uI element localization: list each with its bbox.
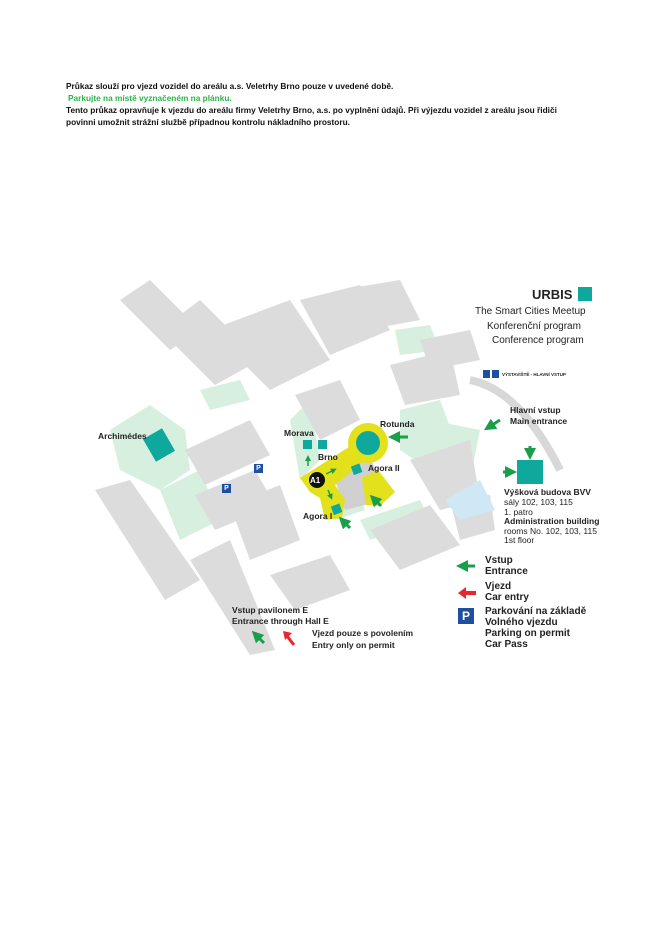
label-rotunda: Rotunda	[380, 419, 415, 429]
legend-icon-1	[483, 370, 490, 378]
label-morava: Morava	[284, 428, 314, 438]
legend-parking-cz1: Parkování na základě	[485, 606, 587, 617]
permit-notice: Průkaz slouží pro vjezd vozidel do areál…	[66, 80, 557, 128]
bvv-rooms-cz: sály 102, 103, 115	[504, 497, 573, 507]
parking-icon: P	[222, 484, 231, 493]
rotunda-building	[356, 431, 380, 455]
legend-car-cz: Vjezd	[485, 581, 512, 592]
legend-entrance-en: Entrance	[485, 566, 528, 577]
label-brno: Brno	[318, 452, 338, 462]
lake	[445, 480, 495, 520]
label-permit-en: Entry only on permit	[312, 640, 395, 650]
notice-line-4: povinni umožnit strážní službě případnou…	[66, 117, 350, 127]
legend-entrance-cz: Vstup	[485, 555, 513, 566]
morava-hall	[303, 440, 312, 449]
road	[469, 376, 564, 472]
urbis-swatch	[578, 287, 592, 301]
urbis-title: URBIS	[532, 287, 573, 302]
small-legend: VÝSTAVIŠTĚ - HLAVNÍ VSTUP	[502, 372, 567, 377]
car-entry-arrows	[283, 587, 476, 646]
label-main-entrance-en: Main entrance	[510, 416, 568, 426]
legend-icon-2	[492, 370, 499, 378]
notice-line-2: Parkujte na místě vyznačeném na plánku.	[68, 93, 232, 103]
label-permit-cz: Vjezd pouze s povolením	[312, 628, 414, 638]
label-hall-e-en: Entrance through Hall E	[232, 616, 329, 626]
bvv-title: Výšková budova BVV	[504, 487, 591, 497]
buildings	[95, 280, 495, 655]
program-en: Conference program	[492, 335, 584, 346]
notice-line-1: Průkaz slouží pro vjezd vozidel do areál…	[66, 81, 394, 91]
bvv-title-en: Administration building	[504, 516, 600, 526]
bvv-floor-en: 1st floor	[504, 535, 535, 545]
bvv-floor-cz: 1. patro	[504, 507, 533, 517]
brno-hall	[318, 440, 327, 449]
entrance-arrows	[251, 418, 536, 645]
agora-2-room	[350, 463, 363, 476]
parking-icon: P	[254, 464, 263, 473]
legend-parking-icon: P	[458, 608, 474, 624]
label-agora-1: Agora I	[303, 511, 333, 521]
program-cz: Konferenční program	[487, 321, 581, 332]
legend-parking-cz2: Volného vjezdu	[485, 617, 558, 628]
legend-parking-en2: Car Pass	[485, 639, 528, 650]
bvv-rooms-en: rooms No. 102, 103, 115	[504, 526, 597, 536]
notice-line-3: Tento průkaz opravňuje k vjezdu do areál…	[66, 105, 557, 115]
inner-arrows	[305, 455, 337, 500]
bvv-building	[517, 460, 543, 484]
archimedes-building	[142, 428, 176, 462]
a1-marker	[309, 472, 325, 488]
legend-car-en: Car entry	[485, 592, 529, 603]
label-agora-2: Agora II	[368, 463, 400, 473]
conference-venue	[142, 423, 543, 520]
label-main-entrance-cz: Hlavní vstup	[510, 405, 561, 415]
legend-parking-en1: Parking on permit	[485, 628, 571, 639]
label-hall-e-cz: Vstup pavilonem E	[232, 605, 309, 615]
event-subtitle: The Smart Cities Meetup	[475, 306, 586, 317]
label-a1: A1	[310, 476, 321, 485]
label-archimedes: Archimédes	[98, 431, 147, 441]
agora-1-room	[330, 503, 343, 516]
